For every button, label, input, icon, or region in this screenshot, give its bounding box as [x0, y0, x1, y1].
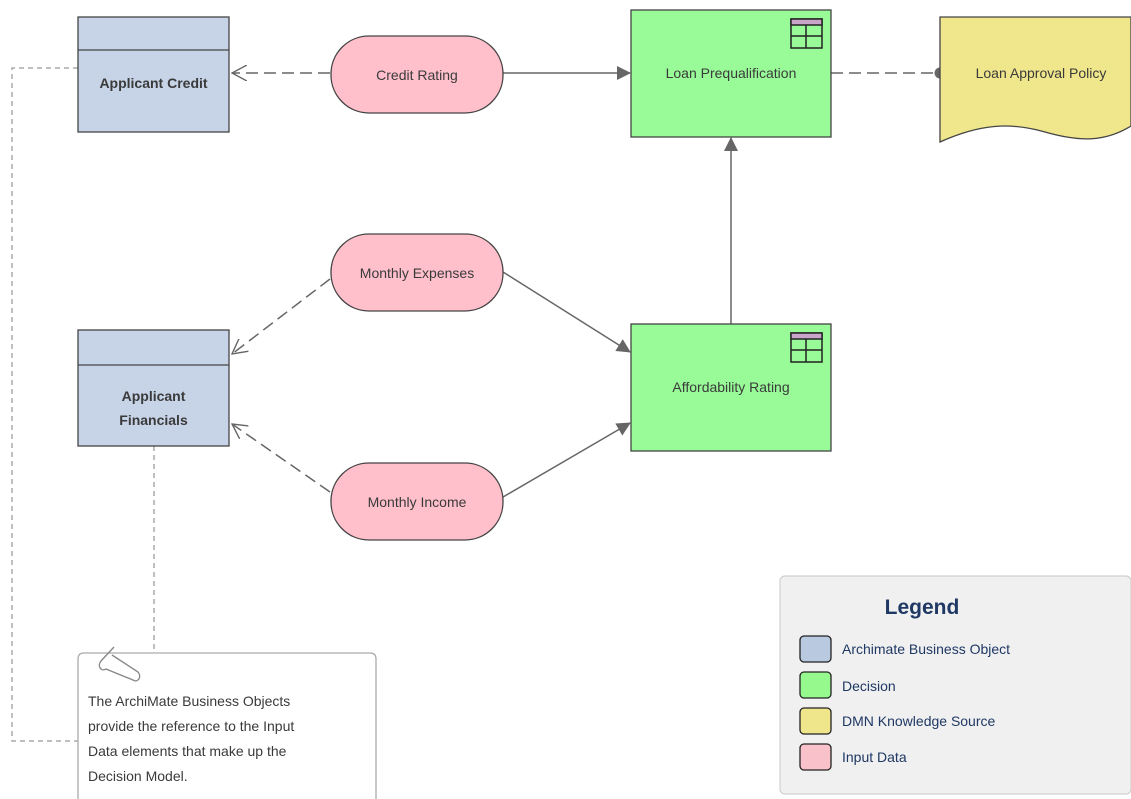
- loan-approval-policy-knowledge-source[interactable]: Loan Approval Policy: [939, 16, 1131, 144]
- applicant-financials-label-line2: Financials: [119, 412, 188, 428]
- monthly-expenses-input-data[interactable]: Monthly Expenses: [330, 233, 504, 312]
- applicant-credit-label: Applicant Credit: [99, 75, 207, 91]
- note-text-line: provide the reference to the Input: [88, 718, 294, 734]
- credit-rating-input-data[interactable]: Credit Rating: [330, 35, 504, 114]
- monthly-income-label: Monthly Income: [368, 494, 467, 510]
- monthly-income-input-data[interactable]: Monthly Income: [330, 462, 504, 541]
- legend-swatch-decision: [799, 671, 832, 699]
- note-link-connector[interactable]: [11, 67, 155, 742]
- monthly-income-to-applicant-financials-connector[interactable]: [232, 424, 331, 493]
- affordability-rating-decision[interactable]: Affordability Rating: [630, 323, 832, 452]
- legend-label-input-data: Input Data: [842, 749, 907, 765]
- loan-approval-policy-label: Loan Approval Policy: [976, 65, 1107, 81]
- applicant-financials-business-object[interactable]: Applicant Financials: [77, 329, 230, 447]
- applicant-credit-business-object[interactable]: Applicant Credit: [77, 16, 230, 133]
- legend-title: Legend: [885, 596, 960, 619]
- note-text-line: Data elements that make up the: [88, 743, 287, 759]
- decision-table-icon: [790, 332, 823, 363]
- legend-swatch-business-object: [799, 635, 832, 663]
- legend-label-business-object: Archimate Business Object: [842, 641, 1010, 657]
- legend-label-decision: Decision: [842, 678, 896, 694]
- legend-swatch-knowledge-source: [799, 707, 832, 735]
- legend-swatch-input-data: [799, 743, 832, 771]
- note-text-line: Decision Model.: [88, 768, 188, 784]
- legend-label-knowledge-source: DMN Knowledge Source: [842, 713, 996, 729]
- affordability-rating-label: Affordability Rating: [672, 379, 789, 395]
- monthly-expenses-to-affordability-rating-connector[interactable]: [502, 271, 631, 353]
- monthly-expenses-label: Monthly Expenses: [360, 265, 474, 281]
- paperclip-icon: [98, 646, 141, 682]
- diagram-note[interactable]: The ArchiMate Business Objects provide t…: [77, 646, 377, 799]
- applicant-financials-label-line1: Applicant: [122, 388, 186, 404]
- loan-prequalification-label: Loan Prequalification: [666, 65, 797, 81]
- credit-rating-label: Credit Rating: [376, 67, 458, 83]
- loan-prequalification-decision[interactable]: Loan Prequalification: [630, 9, 832, 138]
- monthly-expenses-to-applicant-financials-connector[interactable]: [232, 278, 331, 354]
- note-text-line: The ArchiMate Business Objects: [88, 693, 290, 709]
- decision-table-icon: [790, 18, 823, 49]
- legend: Legend Archimate Business Object Decisio…: [779, 575, 1131, 795]
- monthly-income-to-affordability-rating-connector[interactable]: [502, 422, 631, 498]
